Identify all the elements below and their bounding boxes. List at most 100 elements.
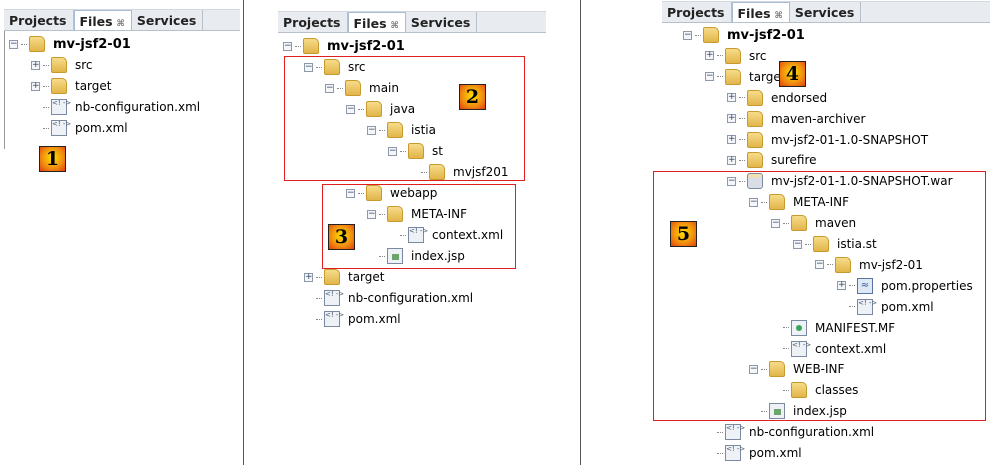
folder-icon bbox=[725, 68, 741, 85]
tree-node[interactable]: <! ->nb-configuration.xml bbox=[705, 422, 874, 442]
folder-icon bbox=[725, 47, 741, 64]
collapse-icon[interactable]: − bbox=[727, 175, 736, 186]
tree-node-label: endorsed bbox=[771, 90, 828, 105]
collapse-icon[interactable]: − bbox=[771, 217, 780, 228]
expand-icon[interactable]: + bbox=[31, 59, 40, 70]
tab-files[interactable]: Files⌘ bbox=[347, 12, 406, 32]
collapse-icon[interactable]: − bbox=[367, 124, 376, 135]
separator-2 bbox=[580, 0, 581, 465]
tab-files[interactable]: Files⌘ bbox=[73, 10, 132, 30]
tree-node[interactable]: − main bbox=[325, 78, 399, 98]
collapse-icon[interactable]: − bbox=[705, 71, 714, 82]
tab-services[interactable]: Services bbox=[406, 12, 478, 32]
expand-icon[interactable]: + bbox=[727, 92, 736, 103]
collapse-icon[interactable]: − bbox=[346, 103, 355, 114]
tree-node[interactable]: −mv-jsf2-01-1.0-SNAPSHOT.war bbox=[727, 171, 953, 191]
collapse-icon[interactable]: − bbox=[283, 40, 292, 51]
tree-node[interactable]: +mv-jsf2-01-1.0-SNAPSHOT bbox=[727, 130, 928, 150]
tree-node-label: pom.xml bbox=[749, 446, 802, 460]
tree-node[interactable]: classes bbox=[771, 380, 858, 400]
tree-node[interactable]: −WEB-INF bbox=[749, 359, 844, 379]
tab-files[interactable]: Files⌘ bbox=[731, 2, 790, 22]
tree-node[interactable]: + endorsed bbox=[727, 88, 827, 108]
tree-node[interactable]: −mv-jsf2-01 bbox=[683, 25, 805, 45]
tab-services[interactable]: Services bbox=[132, 10, 204, 30]
expand-icon[interactable]: + bbox=[727, 134, 736, 144]
xml-file-icon: <! -> bbox=[725, 424, 745, 441]
collapse-icon[interactable]: − bbox=[683, 29, 692, 40]
tree-node[interactable]: +target bbox=[304, 267, 385, 287]
tree-node[interactable]: +surefire bbox=[727, 150, 817, 170]
tree-node[interactable]: − mv-jsf2-01 bbox=[9, 34, 131, 54]
tree-node[interactable]: −META-INF bbox=[367, 204, 467, 224]
tree-node[interactable]: −st bbox=[388, 141, 443, 161]
tab-projects[interactable]: Projects bbox=[278, 12, 348, 32]
tree-node[interactable]: <! ->pom.xml bbox=[837, 297, 934, 317]
expand-icon[interactable]: + bbox=[705, 50, 714, 61]
tree-node[interactable]: −webapp bbox=[346, 183, 437, 203]
tree-node[interactable]: −istia.st bbox=[793, 234, 877, 254]
tree-node[interactable]: mvjsf201 bbox=[409, 162, 509, 182]
collapse-icon[interactable]: − bbox=[367, 208, 376, 219]
tree-node[interactable]: −mv-jsf2-01 bbox=[283, 36, 405, 56]
tab-projects[interactable]: Projects bbox=[4, 10, 74, 30]
tree-connector bbox=[379, 213, 385, 215]
tree-node[interactable]: +src bbox=[705, 46, 767, 66]
expand-icon[interactable]: + bbox=[727, 113, 736, 124]
tree-node[interactable]: −target bbox=[705, 67, 786, 87]
tree-node[interactable]: <! ->pom.xml bbox=[31, 118, 128, 138]
collapse-icon[interactable]: − bbox=[749, 196, 758, 207]
tree-node[interactable]: −META-INF bbox=[749, 192, 849, 212]
tree-node[interactable]: <! ->nb-configuration.xml bbox=[304, 288, 473, 308]
tree-node[interactable]: +maven-archiver bbox=[727, 109, 865, 129]
collapse-icon[interactable]: − bbox=[815, 259, 824, 270]
collapse-icon[interactable]: − bbox=[325, 82, 334, 93]
folder-icon bbox=[747, 152, 763, 169]
collapse-icon[interactable]: − bbox=[9, 38, 18, 49]
panel-1-border bbox=[4, 31, 5, 149]
badge-2: 2 bbox=[459, 84, 486, 110]
tab-projects[interactable]: Projects bbox=[662, 2, 732, 22]
collapse-icon[interactable]: − bbox=[793, 238, 802, 249]
tree-node-label: main bbox=[369, 81, 399, 95]
collapse-icon[interactable]: − bbox=[346, 187, 355, 198]
tree-node[interactable]: <! ->context.xml bbox=[388, 225, 503, 245]
tree-node[interactable]: −java bbox=[346, 99, 415, 119]
folder-icon bbox=[303, 38, 319, 54]
expand-icon[interactable]: + bbox=[304, 271, 313, 282]
expand-icon[interactable]: + bbox=[727, 154, 736, 165]
tree-node[interactable]: <! ->nb-configuration.xml bbox=[31, 97, 200, 117]
tree-node[interactable]: −mv-jsf2-01 bbox=[815, 255, 923, 275]
close-icon[interactable]: ⌘ bbox=[390, 21, 399, 31]
tree-connector bbox=[421, 171, 427, 173]
tree-node-label: mv-jsf2-01 bbox=[53, 36, 131, 52]
tree-connector bbox=[43, 106, 49, 108]
tree-node[interactable]: +target bbox=[31, 76, 112, 96]
tree-node[interactable]: <! ->pom.xml bbox=[304, 309, 401, 329]
tree-node[interactable]: −src bbox=[304, 57, 366, 77]
tree-node[interactable]: <! ->context.xml bbox=[771, 339, 886, 359]
expand-icon[interactable]: + bbox=[837, 280, 846, 291]
collapse-icon[interactable]: − bbox=[388, 145, 397, 156]
tree-node[interactable]: <! ->pom.xml bbox=[705, 443, 802, 463]
tree-node[interactable]: − istia bbox=[367, 120, 436, 140]
tree-connector bbox=[827, 264, 833, 266]
tree-node[interactable]: index.jsp bbox=[749, 401, 847, 421]
collapse-icon[interactable]: − bbox=[304, 61, 313, 72]
folder-icon bbox=[324, 269, 340, 285]
tree-node[interactable]: MANIFEST.MF bbox=[771, 318, 895, 338]
tree-node-label: istia bbox=[411, 123, 436, 137]
collapse-icon[interactable]: − bbox=[749, 363, 758, 374]
tab-services[interactable]: Services bbox=[790, 2, 862, 22]
panel-3-tabs: Projects Files⌘ Services bbox=[662, 1, 990, 23]
highlight-box-webapp bbox=[322, 184, 516, 269]
tree-node[interactable]: index.jsp bbox=[367, 246, 465, 266]
close-icon[interactable]: ⌘ bbox=[116, 19, 125, 29]
tree-connector bbox=[43, 127, 49, 129]
tree-node[interactable]: +src bbox=[31, 55, 93, 75]
expand-icon[interactable]: + bbox=[31, 80, 40, 91]
close-icon[interactable]: ⌘ bbox=[774, 11, 783, 21]
tree-node[interactable]: +≈pom.properties bbox=[837, 276, 973, 296]
tree-node[interactable]: −maven bbox=[771, 213, 856, 233]
highlight-box-war bbox=[653, 171, 986, 421]
